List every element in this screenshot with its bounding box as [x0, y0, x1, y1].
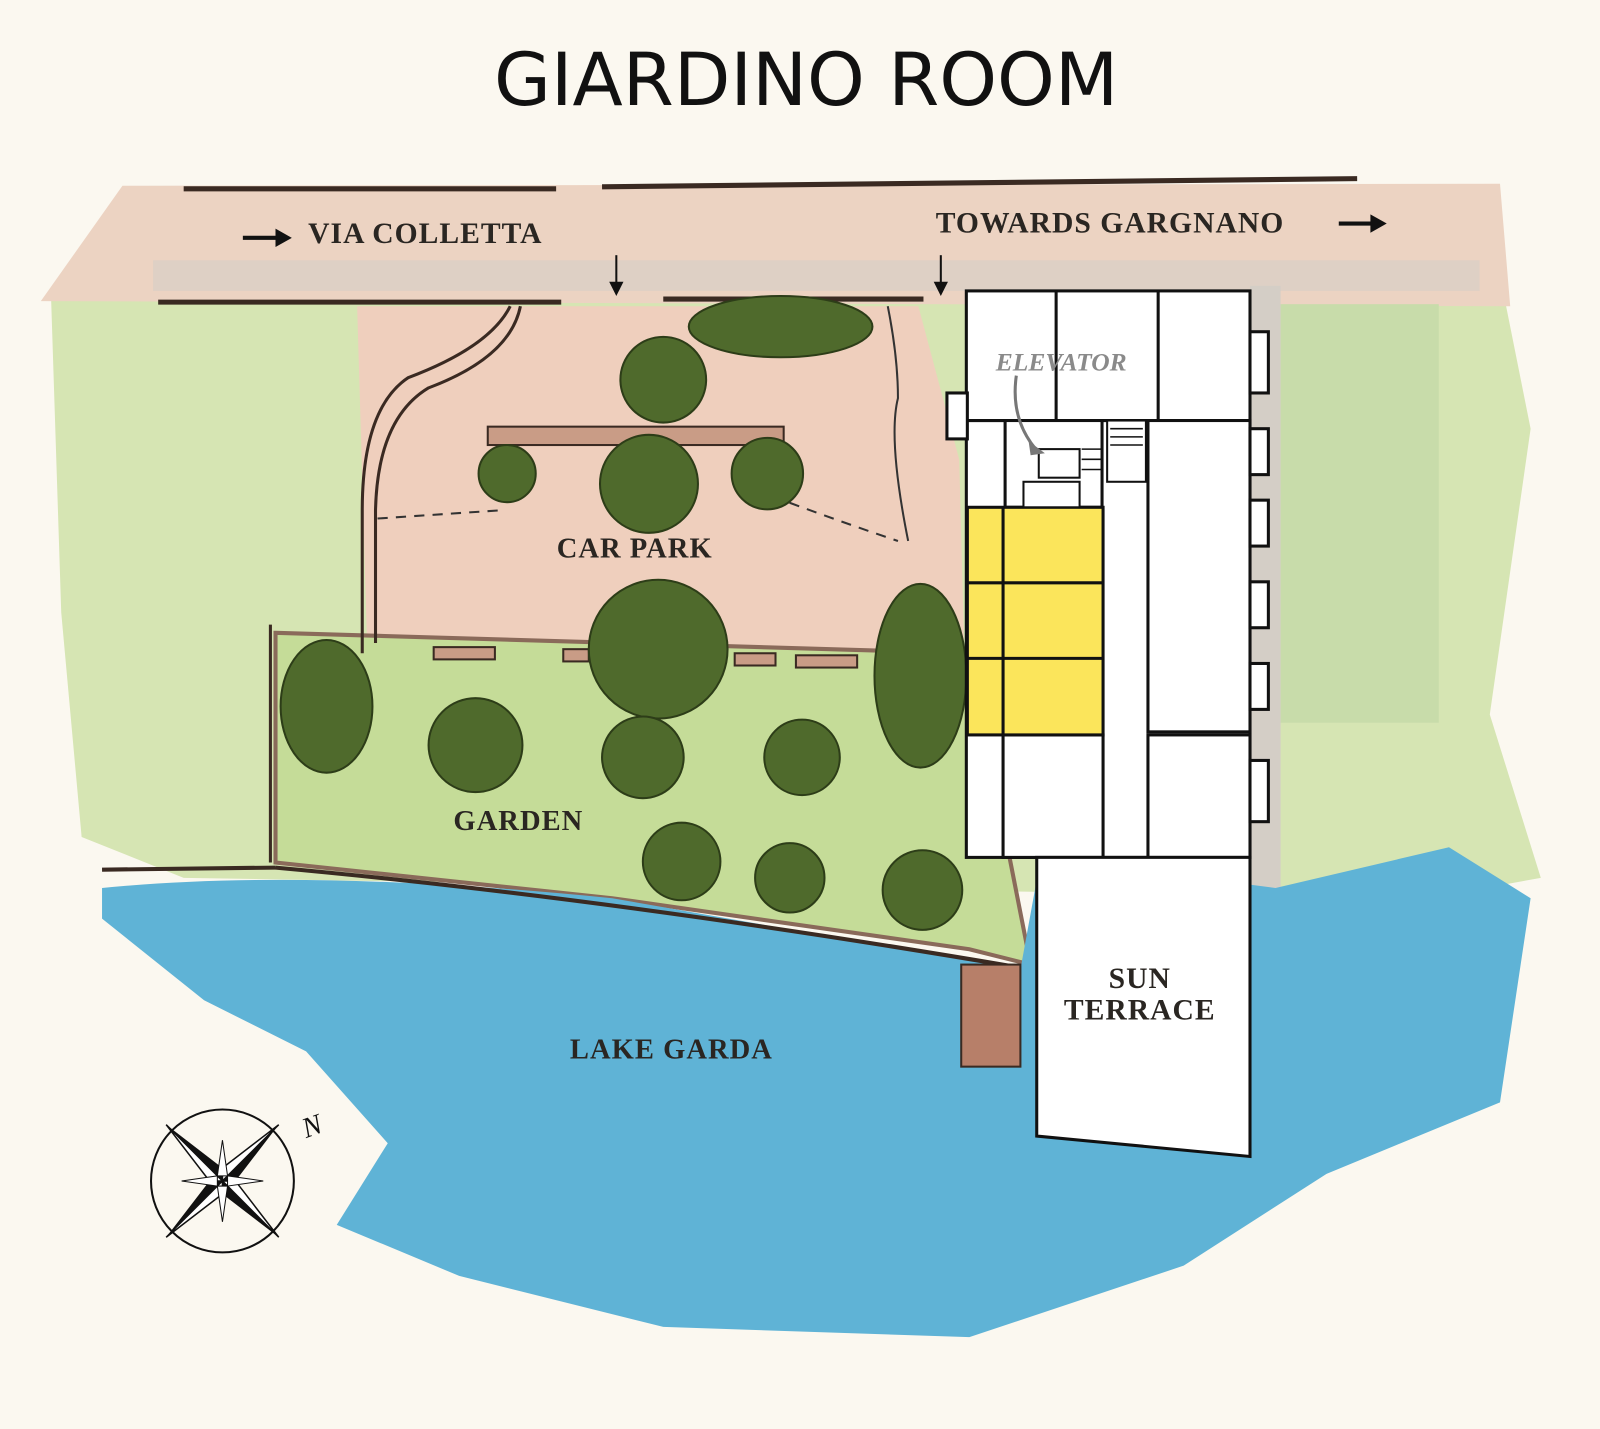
label-garden: GARDEN — [453, 806, 583, 837]
stairs — [1106, 419, 1147, 483]
sun-terrace — [1035, 855, 1252, 1159]
arrow-icons — [242, 214, 1387, 297]
giardino-room-highlight — [965, 480, 1105, 737]
trees — [279, 294, 968, 931]
elevator-shaft — [1037, 448, 1081, 479]
compass-north-label: N — [297, 1108, 328, 1145]
label-elevator: ELEVATOR — [995, 348, 1127, 377]
label-via-colletta: VIA COLLETTA — [308, 218, 542, 250]
label-lake-garda: LAKE GARDA — [570, 1034, 773, 1065]
east-lawn — [1275, 304, 1439, 723]
label-car-park: CAR PARK — [557, 533, 713, 564]
label-towards-gargnano: TOWARDS GARGNANO — [936, 208, 1285, 240]
pier — [960, 963, 1022, 1068]
label-sun-terrace-2: TERRACE — [1064, 995, 1216, 1027]
label-sun-terrace-1: SUN — [1109, 963, 1171, 995]
map-title: GIARDINO ROOM — [494, 38, 1118, 123]
compass-rose-icon: N — [150, 1108, 328, 1254]
